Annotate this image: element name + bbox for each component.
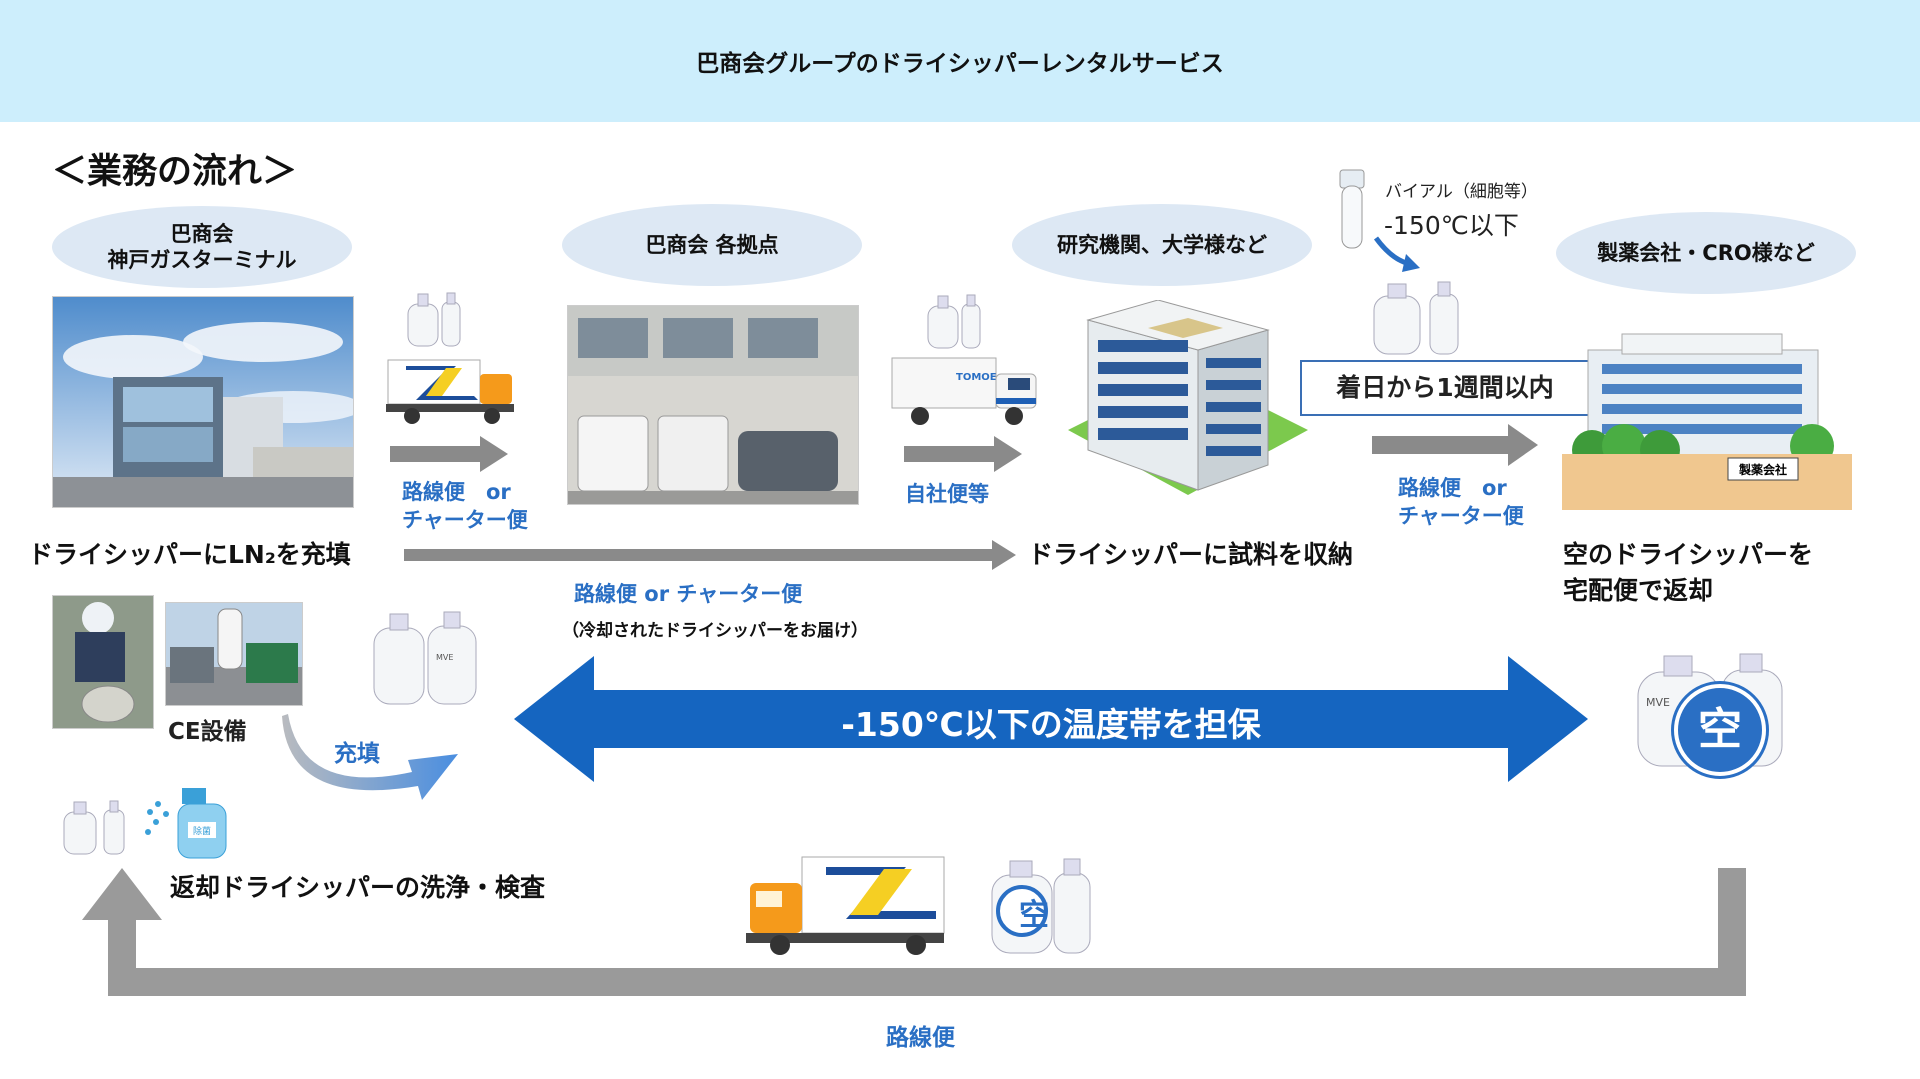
fill-label: 充填 <box>334 741 380 767</box>
route3-arrow <box>1372 424 1538 466</box>
return-truck-icon <box>746 855 948 955</box>
bubble-kobe-terminal: 巴商会 神戸ガスターミナル <box>52 206 352 288</box>
fill-curved-arrow <box>282 712 462 802</box>
route1-label-b: チャーター便 <box>402 508 528 532</box>
ce-label: CE設備 <box>168 719 247 745</box>
header-bar <box>0 0 1920 122</box>
step-return-label-1: 空のドライシッパーを <box>1563 540 1814 569</box>
dewar-pair-icon <box>404 288 464 348</box>
page-title: 巴商会グループのドライシッパーレンタルサービス <box>696 51 1224 77</box>
route3-label-b: チャーター便 <box>1398 504 1524 528</box>
dewar-pair-icon <box>924 290 984 350</box>
vial-label: バイアル（細胞等） <box>1385 182 1538 202</box>
bubble-branches: 巴商会 各拠点 <box>562 204 862 286</box>
empty-badge-small: 空 <box>1019 898 1049 933</box>
pharma-building-icon: 製薬会社 <box>1562 330 1852 510</box>
svg-text:製薬会社: 製薬会社 <box>1738 462 1787 477</box>
route2-arrow <box>904 436 1022 472</box>
route1-arrow <box>390 436 508 472</box>
worker-photo <box>52 595 154 729</box>
temperature-guarantee-label: -150℃以下の温度帯を担保 <box>841 705 1261 744</box>
empty-dewar-small-icon <box>988 855 1094 955</box>
svg-text:除菌: 除菌 <box>193 825 211 837</box>
research-building-icon <box>1058 299 1318 510</box>
return-loop-arrow <box>82 868 1746 996</box>
route3-label-a: 路線便 or <box>1398 476 1507 500</box>
long-delivery-arrow <box>404 540 1016 570</box>
route1-label-a: 路線便 or <box>402 480 511 504</box>
step-return-label-2: 宅配便で返却 <box>1563 576 1714 605</box>
dewar-pair-icon <box>60 796 130 856</box>
within-one-week-callout: 着日から1週間以内 <box>1300 360 1590 416</box>
vial-temp: -150℃以下 <box>1384 211 1519 240</box>
kobe-terminal-photo <box>52 296 354 508</box>
bubble-research-institutes: 研究機関、大学様など <box>1012 204 1312 286</box>
step-fill-label: ドライシッパーにLN₂を充填 <box>28 540 351 569</box>
curved-arrow-icon <box>1372 236 1422 276</box>
filled-dewar-icon: MVE <box>372 608 480 706</box>
svg-text:TOMOE: TOMOE <box>956 372 997 383</box>
middle-transport-label: 路線便 or チャーター便 <box>574 582 803 606</box>
svg-text:MVE: MVE <box>436 653 453 662</box>
ce-equipment-photo <box>165 602 303 706</box>
vial-icon <box>1332 168 1372 252</box>
temperature-guarantee-band <box>514 656 1588 782</box>
company-truck-icon: TOMOE <box>890 356 1040 428</box>
route2-label: 自社便等 <box>905 482 989 506</box>
svg-text:MVE: MVE <box>1646 696 1670 709</box>
dewar-pair-icon <box>1370 276 1464 356</box>
truck-icon <box>386 356 516 426</box>
section-title: ＜業務の流れ＞ <box>52 152 298 192</box>
branch-office-photo <box>567 305 859 505</box>
step-store-label: ドライシッパーに試料を収納 <box>1028 540 1354 569</box>
empty-badge: 空 <box>1674 684 1766 776</box>
bubble-pharma: 製薬会社・CRO様など <box>1556 212 1856 294</box>
step-wash-label: 返却ドライシッパーの洗浄・検査 <box>170 873 546 902</box>
return-route-label: 路線便 <box>886 1025 955 1051</box>
sanitizer-spray-icon: 除菌 <box>142 782 238 862</box>
middle-transport-note: （冷却されたドライシッパーをお届け） <box>562 621 868 641</box>
